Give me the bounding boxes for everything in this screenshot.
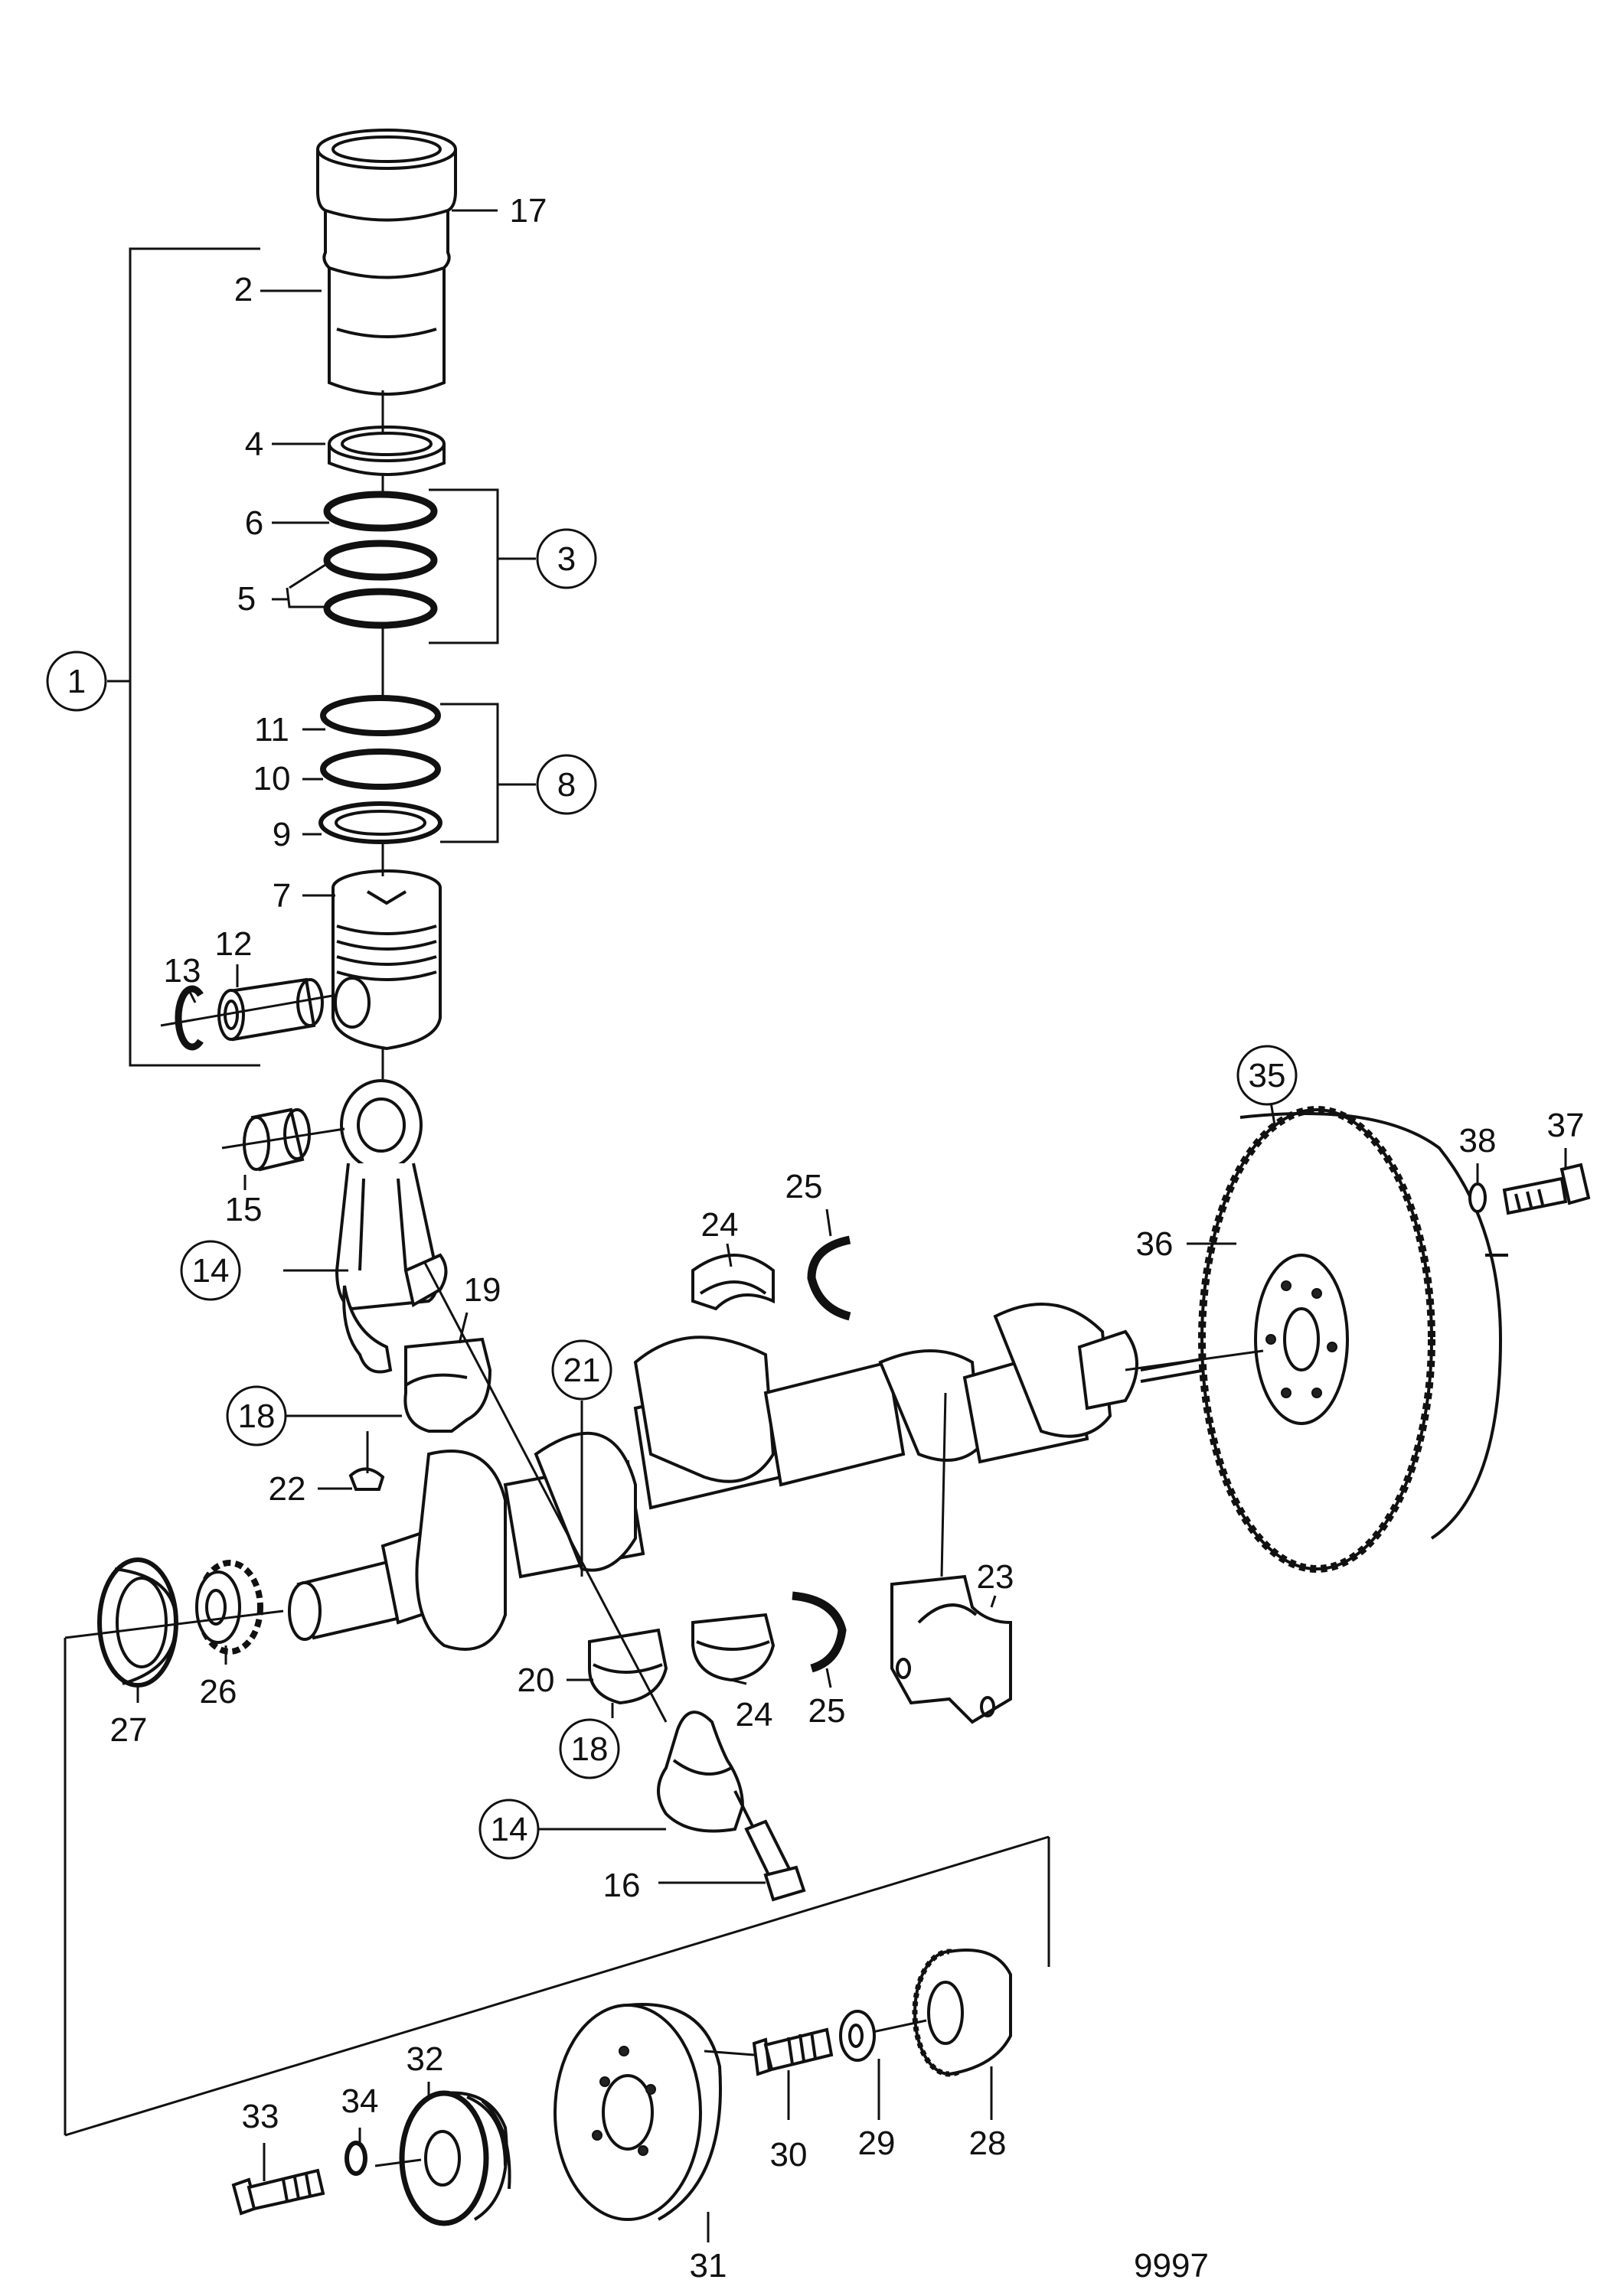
callout-2: 2 [234, 271, 253, 308]
callout-4: 4 [245, 426, 263, 463]
damper-bolt[interactable] [231, 2168, 325, 2216]
callout-6: 6 [245, 504, 263, 542]
callout-24-upper: 24 [701, 1206, 739, 1244]
liner-seal-ring[interactable] [328, 426, 446, 476]
spacer[interactable] [839, 2010, 876, 2062]
callout-5: 5 [237, 580, 256, 618]
leader-lines [136, 209, 1567, 2242]
damper-washer[interactable] [345, 2141, 367, 2176]
callout-24-lower: 24 [736, 1696, 773, 1733]
flywheel[interactable] [1198, 1106, 1508, 1573]
callout-10: 10 [253, 760, 291, 797]
callout-33: 33 [242, 2098, 279, 2135]
callout-29: 29 [858, 2125, 896, 2162]
callout-28: 28 [969, 2125, 1007, 2162]
callout-35: 35 [1249, 1057, 1286, 1094]
callout-20: 20 [518, 1662, 555, 1699]
callout-34: 34 [341, 2082, 379, 2120]
thrust-washer-upper[interactable] [807, 1235, 851, 1321]
crankshaft[interactable] [288, 1303, 1272, 1651]
pulley-bolt[interactable] [752, 2027, 834, 2076]
vibration-damper[interactable] [399, 2090, 511, 2226]
callout-32: 32 [407, 2040, 444, 2078]
crank-hub[interactable] [912, 1949, 1012, 2077]
callout-19: 19 [464, 1271, 501, 1309]
con-rod-bearing-lower[interactable] [588, 1628, 668, 1705]
callout-31: 31 [690, 2247, 727, 2285]
main-bearing-upper[interactable] [691, 1254, 775, 1311]
thrust-washer-lower[interactable] [792, 1591, 847, 1673]
callout-27: 27 [110, 1711, 148, 1749]
flywheel-bolt[interactable] [1502, 1163, 1591, 1215]
callout-18-lower: 18 [571, 1730, 609, 1768]
drawing-number: 9997 [1134, 2247, 1209, 2285]
callout-1: 1 [67, 663, 86, 700]
piston-pin[interactable] [217, 977, 324, 1042]
connecting-rod[interactable] [335, 1079, 448, 1374]
crank-pulley[interactable] [554, 2003, 722, 2221]
piston-rings[interactable] [318, 695, 442, 844]
callout-22: 22 [269, 1470, 306, 1508]
con-rod-cap[interactable] [657, 1711, 806, 1902]
circlip[interactable] [175, 985, 204, 1051]
callout-11: 11 [254, 711, 289, 748]
flywheel-washer[interactable] [1468, 1182, 1487, 1213]
cylinder-liner[interactable] [316, 129, 457, 396]
callout-30: 30 [770, 2136, 808, 2174]
callout-3: 3 [557, 540, 576, 578]
callout-14-lower: 14 [491, 1811, 528, 1848]
front-seal[interactable] [97, 1557, 178, 1688]
group-bracket-8 [440, 703, 536, 843]
callout-25-upper: 25 [785, 1168, 823, 1205]
main-bearing-cap[interactable] [890, 1574, 1012, 1724]
piston[interactable] [331, 869, 442, 1051]
callout-21: 21 [563, 1352, 601, 1389]
callout-7: 7 [273, 877, 291, 915]
callout-25-lower: 25 [808, 1692, 846, 1730]
callout-13: 13 [164, 952, 201, 990]
callout-15: 15 [225, 1191, 263, 1228]
woodruff-key[interactable] [348, 1467, 385, 1491]
callout-12: 12 [215, 925, 253, 963]
assembly-axis-lines [64, 390, 1264, 2167]
callout-9: 9 [273, 816, 291, 853]
group-bracket-1 [107, 247, 260, 1067]
crankshaft-gear[interactable] [195, 1560, 263, 1655]
callout-17: 17 [510, 192, 547, 230]
con-rod-bearing-upper[interactable] [403, 1337, 492, 1433]
callout-bubbles [46, 528, 1298, 1860]
callout-38: 38 [1459, 1122, 1497, 1159]
o-rings[interactable] [323, 491, 438, 629]
group-bracket-3 [429, 488, 536, 644]
callout-26: 26 [200, 1673, 237, 1711]
callout-23: 23 [977, 1558, 1014, 1596]
callout-18-upper: 18 [238, 1397, 276, 1435]
callout-14-upper: 14 [192, 1252, 230, 1290]
callout-16: 16 [603, 1867, 641, 1904]
callout-labels: 1 2 3 4 5 6 7 8 9 10 11 12 13 14 14 15 1… [67, 192, 1585, 2285]
callout-8: 8 [557, 766, 576, 804]
callout-37: 37 [1547, 1107, 1585, 1144]
main-bearing-lower[interactable] [691, 1613, 776, 1682]
callout-36: 36 [1136, 1225, 1174, 1263]
